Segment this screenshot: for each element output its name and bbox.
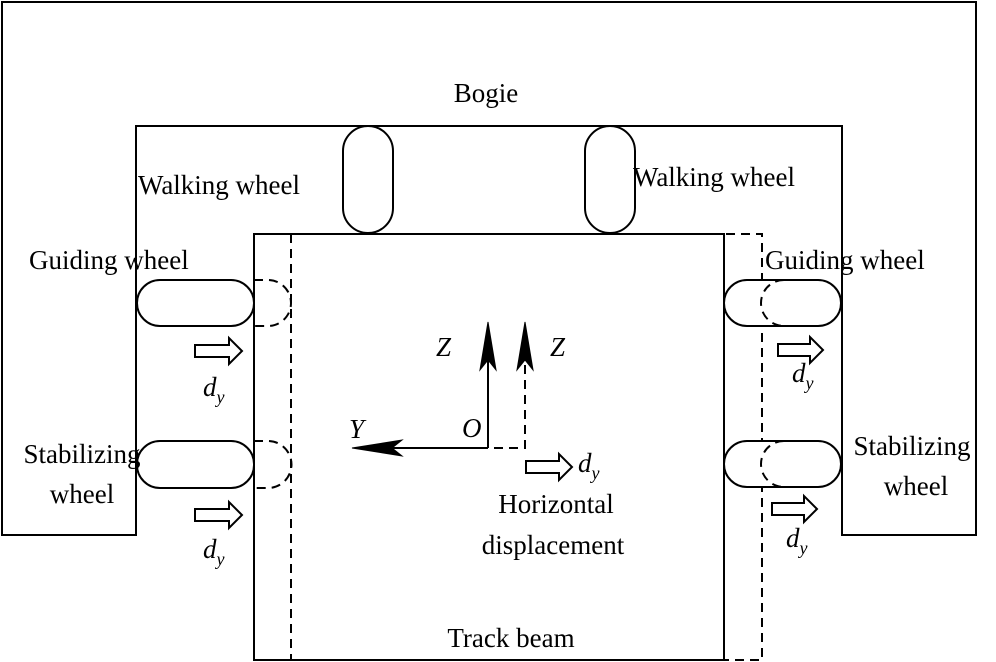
guiding-wheel-left-label: Guiding wheel — [29, 245, 189, 275]
stabilizing-wheel-left — [136, 440, 255, 489]
guiding-wheel-left-displaced — [254, 279, 292, 327]
y-axis-arrowhead — [351, 439, 404, 457]
dy-symbol: d — [203, 534, 217, 564]
stabilizing-wheel-left-label-line1: Stabilizing — [24, 439, 141, 469]
z-axis-label-left: Z — [436, 332, 452, 362]
walking-wheel-left-label: Walking wheel — [138, 170, 300, 200]
stabilizing-wheel-right-label-line1: Stabilizing — [854, 431, 971, 461]
horizontal-displacement-label-line2: displacement — [482, 530, 625, 560]
z-axis-label-right: Z — [550, 332, 566, 362]
stabilizing-wheel-left-displaced — [254, 440, 293, 489]
dy-label-right-upper: dy — [792, 358, 814, 393]
guiding-wheel-right-label: Guiding wheel — [765, 245, 925, 275]
dy-symbol: d — [792, 358, 806, 388]
dy-label-right-lower: dy — [786, 523, 808, 558]
stabilizing-wheel-right-displaced — [760, 440, 785, 488]
z-axis-displaced-line — [488, 335, 526, 449]
dy-subscript: y — [215, 387, 225, 407]
dy-subscript: y — [590, 463, 600, 483]
walking-wheel-left — [342, 125, 394, 234]
dy-arrow-left-lower — [194, 499, 244, 531]
walking-wheel-right — [584, 125, 636, 234]
bogie-label: Bogie — [454, 78, 519, 108]
dy-arrow-right-lower — [771, 493, 819, 525]
track-beam-label: Track beam — [447, 623, 574, 653]
guiding-wheel-right-displaced — [760, 279, 785, 327]
z-axis-displaced-arrowhead — [516, 321, 534, 372]
dy-subscript: y — [215, 549, 225, 569]
y-axis-label: Y — [349, 414, 367, 444]
stabilizing-wheel-right — [723, 440, 842, 488]
dy-subscript: y — [804, 373, 814, 393]
walking-wheel-right-label: Walking wheel — [633, 162, 795, 192]
guiding-wheel-left — [136, 279, 255, 327]
dy-arrow-center — [525, 451, 574, 483]
dy-label-left-upper: dy — [203, 372, 225, 407]
horizontal-displacement-label-line1: Horizontal — [498, 489, 613, 519]
dy-symbol: d — [203, 372, 217, 402]
dy-symbol: d — [578, 448, 592, 478]
z-axis-arrowhead — [479, 321, 497, 372]
origin-label: O — [462, 413, 482, 443]
bogie-frame — [1, 1, 977, 536]
stabilizing-wheel-right-label-line2: wheel — [884, 471, 948, 501]
stabilizing-wheel-left-label-line2: wheel — [50, 479, 114, 509]
guiding-wheel-right — [723, 279, 842, 327]
dy-arrow-right-upper — [777, 334, 825, 366]
dy-symbol: d — [786, 523, 800, 553]
dy-subscript: y — [798, 538, 808, 558]
dy-arrow-left-upper — [194, 335, 244, 367]
dy-label-center: dy — [578, 448, 600, 483]
dy-label-left-lower: dy — [203, 534, 225, 569]
